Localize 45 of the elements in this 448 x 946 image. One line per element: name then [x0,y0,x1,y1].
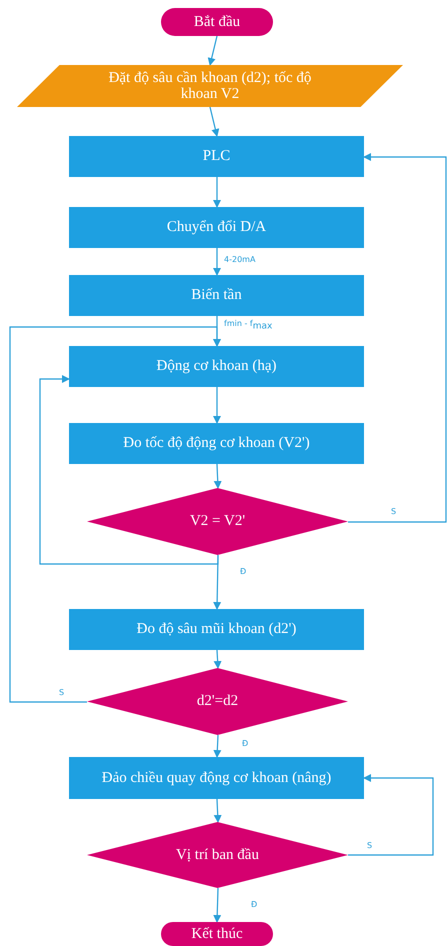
arrow [214,798,222,823]
node-label: Chuyển đổi D/A [166,219,268,236]
process-box [69,275,364,316]
arrow [209,106,220,137]
decision-diamond [87,488,348,555]
arrow [213,248,221,276]
process-box [69,136,364,177]
node-label: Đặt độ sâu cần khoan (d2); tốc độ khoan V2 [108,70,312,102]
arrow [348,153,447,523]
process-box [69,346,364,387]
arrow [213,387,221,424]
node-label: Vị trí ban đầu [175,846,260,864]
arrow [9,326,221,703]
decision-diamond [87,668,348,735]
node-label: Đo độ sâu mũi khoan (d2') [136,621,298,638]
arrow [348,774,434,856]
arrow [208,36,218,66]
arrow [213,734,222,758]
node-label: Đảo chiều quay động cơ khoan (nâng) [100,770,332,786]
node-label: Đo tốc độ động cơ khoan (V2') [122,435,311,452]
node-label: Động cơ khoan (hạ) [156,358,278,375]
edge-label: S [391,508,396,516]
decision-diamond [87,822,348,888]
edge-label: Đ [251,901,258,909]
process-box [69,423,364,464]
input-parallelogram [17,65,403,107]
node-label: Bắt đầu [192,14,242,30]
node-label: V2 = V2' [188,513,246,530]
edge-label: Đ [242,740,248,748]
edge-label: S [59,689,64,697]
node-label: Kết thúc [190,926,244,942]
arrow [214,650,222,669]
process-box [69,207,364,248]
edge-label: 4-20mA [224,256,256,264]
edge-label: Đ [240,568,246,576]
node-label: PLC [202,148,232,165]
node-label: Biến tần [190,287,243,304]
process-box [69,757,364,799]
node-label: d2'=d2 [196,693,240,710]
arrow [213,177,221,208]
edge-label: S [367,842,372,850]
arrow [213,888,222,923]
arrow [214,464,222,489]
arrow [39,375,219,565]
process-box [69,609,364,650]
